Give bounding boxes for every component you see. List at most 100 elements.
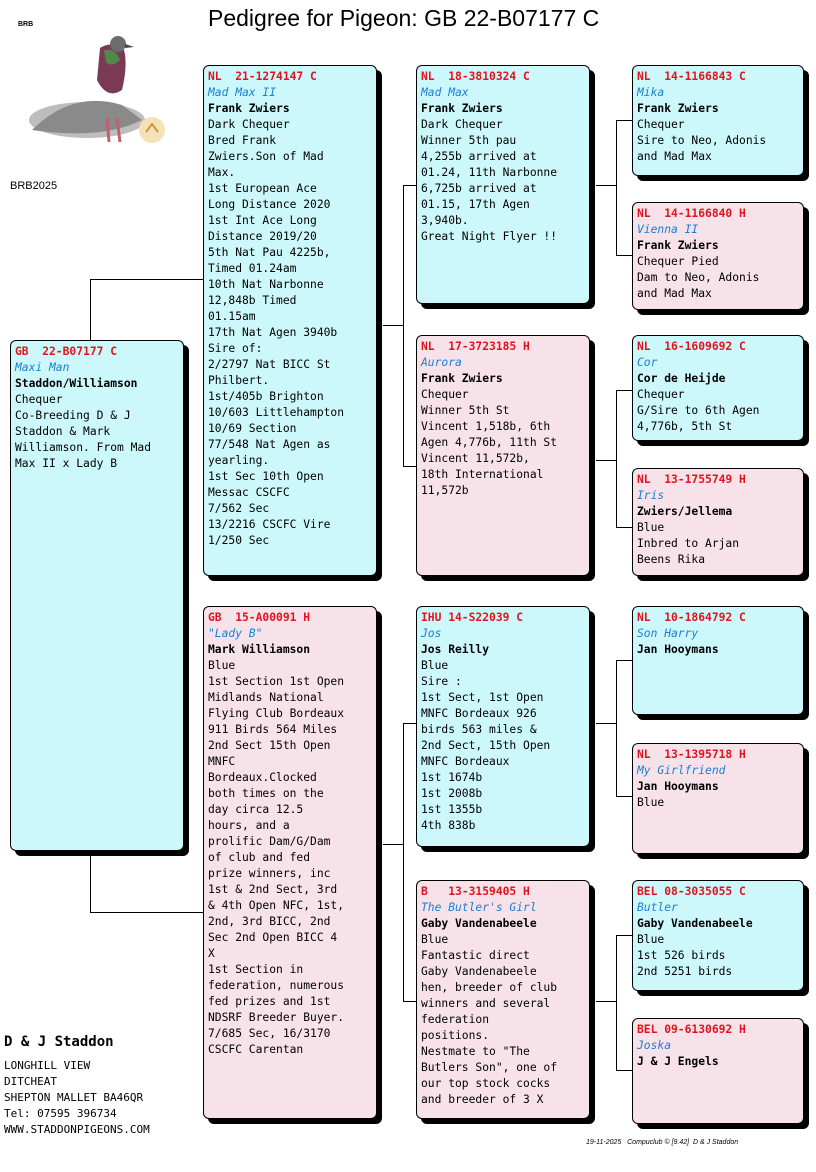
connector-line [596, 723, 616, 724]
connector-line [383, 844, 403, 845]
connector-line [596, 460, 616, 461]
breeder-name: Mark Williamson [208, 643, 311, 656]
connector-line [616, 120, 617, 255]
pigeon-logo [12, 20, 172, 160]
pigeon-description: Chequer Co-Breeding D & J Staddon & Mark… [15, 393, 152, 470]
pigeon-name: Joska [637, 1039, 672, 1052]
ring-number: NL 14-1166843 C [637, 70, 746, 83]
pigeon-card-dds[interactable]: BEL 08-3035055 C Butler Gaby Vandenabeel… [632, 880, 804, 991]
connector-line [596, 185, 616, 186]
connector-line [403, 185, 404, 466]
brb-code: BRB2025 [10, 180, 58, 192]
breeder-name: Jan Hooymans [637, 643, 719, 656]
logo-text: BRB [18, 21, 34, 28]
ring-number: B 13-3159405 H [421, 885, 530, 898]
ring-number: NL 18-3810324 C [421, 70, 530, 83]
connector-line [616, 935, 633, 936]
breeder-name: J & J Engels [637, 1055, 719, 1068]
pigeon-name: Son Harry [637, 627, 699, 640]
pigeon-card-ddd[interactable]: BEL 09-6130692 H Joska J & J Engels [632, 1018, 804, 1124]
pigeon-card-sss[interactable]: NL 14-1166843 C Mika Frank Zwiers Cheque… [632, 65, 804, 176]
pigeon-name: Cor [637, 356, 658, 369]
pigeon-name: Iris [637, 489, 665, 502]
pigeon-name: Mad Max [421, 86, 469, 99]
connector-line [90, 912, 204, 913]
pigeon-card-dam-sire[interactable]: IHU 14-S22039 C Jos Jos Reilly Blue Sire… [416, 606, 590, 847]
connector-line [616, 1070, 633, 1071]
pigeon-name: Mika [637, 86, 665, 99]
pigeon-description: Blue Inbred to Arjan Beens Rika [637, 521, 740, 566]
breeder-name: Zwiers/Jellema [637, 505, 733, 518]
ring-number: GB 22-B07177 C [15, 345, 118, 358]
connector-line [616, 660, 633, 661]
pigeon-description: Blue 1st 526 birds 2nd 5251 birds [637, 933, 733, 978]
connector-line [616, 255, 633, 256]
breeder-name: Staddon/Williamson [15, 377, 138, 390]
pigeon-description: Chequer Pied Dam to Neo, Adonis and Mad … [637, 255, 760, 300]
breeder-name: Jos Reilly [421, 643, 490, 656]
breeder-name: Jan Hooymans [637, 780, 719, 793]
pigeon-name: Vienna II [637, 223, 699, 236]
pigeon-card-dsd[interactable]: NL 13-1395718 H My Girlfriend Jan Hooyma… [632, 743, 804, 854]
page-title: Pedigree for Pigeon: GB 22-B07177 C [208, 5, 600, 31]
connector-line [403, 723, 404, 1001]
connector-line [90, 856, 91, 912]
connector-line [90, 279, 204, 280]
ring-number: NL 10-1864792 C [637, 611, 746, 624]
ring-number: NL 13-1755749 H [637, 473, 746, 486]
connector-line [616, 660, 617, 796]
connector-line [616, 390, 617, 527]
ring-number: BEL 09-6130692 H [637, 1023, 746, 1036]
ring-number: IHU 14-S22039 C [421, 611, 524, 624]
connector-line [616, 527, 633, 528]
breeder-name: Gaby Vandenabeele [421, 917, 537, 930]
pigeon-name: Mad Max II [208, 86, 277, 99]
pigeon-description: Dark Chequer Winner 5th pau 4,255b arriv… [421, 118, 558, 243]
pigeon-description: Dark Chequer Bred Frank Zwiers.Son of Ma… [208, 118, 345, 547]
ring-number: NL 21-1274147 C [208, 70, 317, 83]
pigeon-name: Butler [637, 901, 678, 914]
connector-line [403, 723, 417, 724]
pigeon-card-dam-dam[interactable]: B 13-3159405 H The Butler's Girl Gaby Va… [416, 880, 590, 1119]
pigeon-description: Blue [637, 796, 665, 809]
pigeon-name: Aurora [421, 356, 462, 369]
breeder-name: Frank Zwiers [421, 102, 503, 115]
breeder-name: Cor de Heijde [637, 372, 726, 385]
breeder-name: Frank Zwiers [637, 239, 719, 252]
address-line: SHEPTON MALLET BA46QR [4, 1091, 144, 1104]
pigeon-card-dam[interactable]: GB 15-A00091 H "Lady B" Mark Williamson … [203, 606, 377, 1119]
connector-line [616, 796, 633, 797]
pigeon-card-sire-dam[interactable]: NL 17-3723185 H Aurora Frank Zwiers Cheq… [416, 335, 590, 576]
pigeon-card-subject[interactable]: GB 22-B07177 C Maxi Man Staddon/Williams… [10, 340, 184, 851]
pigeon-description: Chequer Winner 5th St Vincent 1,518b, 6t… [421, 388, 558, 497]
connector-line [403, 466, 417, 467]
pigeon-card-sdd[interactable]: NL 13-1755749 H Iris Zwiers/Jellema Blue… [632, 468, 804, 576]
pigeon-description: Chequer Sire to Neo, Adonis and Mad Max [637, 118, 767, 163]
print-stamp: 19-11-2025 Compuclub © [9.42] D & J Stad… [586, 1139, 739, 1146]
ring-number: NL 14-1166840 H [637, 207, 746, 220]
website-line: WWW.STADDONPIGEONS.COM [4, 1123, 150, 1136]
pigeon-card-sire-sire[interactable]: NL 18-3810324 C Mad Max Frank Zwiers Dar… [416, 65, 590, 304]
ring-number: NL 16-1609692 C [637, 340, 746, 353]
connector-line [616, 120, 633, 121]
pigeon-card-sds[interactable]: NL 16-1609692 C Cor Cor de Heijde Cheque… [632, 335, 804, 441]
breeder-name: Gaby Vandenabeele [637, 917, 753, 930]
connector-line [616, 935, 617, 1070]
pigeon-name: My Girlfriend [637, 764, 726, 777]
pigeon-card-ssd[interactable]: NL 14-1166840 H Vienna II Frank Zwiers C… [632, 202, 804, 310]
connector-line [596, 1001, 616, 1002]
ring-number: GB 15-A00091 H [208, 611, 311, 624]
connector-line [403, 1001, 417, 1002]
pigeon-card-dss[interactable]: NL 10-1864792 C Son Harry Jan Hooymans [632, 606, 804, 715]
ring-number: BEL 08-3035055 C [637, 885, 746, 898]
breeder-name: Frank Zwiers [421, 372, 503, 385]
pigeon-description: Blue Sire : 1st Sect, 1st Open MNFC Bord… [421, 659, 551, 832]
connector-line [403, 185, 417, 186]
owner-address: LONGHILL VIEW DITCHEAT SHEPTON MALLET BA… [4, 1058, 150, 1138]
pigeon-name: Jos [421, 627, 442, 640]
pigeon-card-sire[interactable]: NL 21-1274147 C Mad Max II Frank Zwiers … [203, 65, 377, 576]
breeder-name: Frank Zwiers [637, 102, 719, 115]
phone-line: Tel: 07595 396734 [4, 1107, 117, 1120]
connector-line [90, 279, 91, 341]
connector-line [383, 325, 403, 326]
